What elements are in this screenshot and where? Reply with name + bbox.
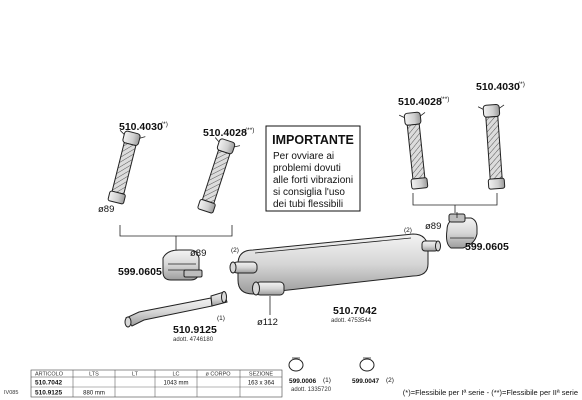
mark-flex-left-2: (**) bbox=[245, 127, 254, 134]
muffler bbox=[229, 233, 441, 296]
adott-small-clamp-1: adott. 1335720 bbox=[291, 387, 332, 393]
table-row-1-articolo: 510.7042 bbox=[35, 380, 62, 387]
table-header-corpo: ø CORPO bbox=[205, 372, 231, 378]
code-clamp-right: 599.0605 bbox=[465, 241, 509, 253]
code-flex-left-1: 510.4030 bbox=[119, 121, 163, 133]
mark-flex-right-1: (**) bbox=[440, 96, 449, 103]
table-row-1-sezione: 163 x 364 bbox=[248, 381, 275, 387]
code-flex-right-1: 510.4028 bbox=[398, 96, 442, 108]
callout-pipe: (1) bbox=[217, 315, 225, 322]
important-line-2: problemi dovuti bbox=[273, 163, 341, 174]
flex-pipe-right-1 bbox=[398, 111, 429, 190]
dim-flex-left: ø89 bbox=[98, 204, 114, 215]
code-small-clamp-1: 599.0006 bbox=[289, 378, 316, 385]
adott-muffler: adott. 4753544 bbox=[331, 318, 372, 324]
important-line-1: Per ovviare ai bbox=[273, 151, 334, 162]
clamp-left bbox=[162, 249, 203, 281]
adott-pipe: adott. 4746180 bbox=[173, 337, 214, 343]
code-pipe: 510.9125 bbox=[173, 324, 217, 336]
small-clamp-1 bbox=[288, 357, 304, 372]
dim-muffler-outlet: ø112 bbox=[257, 317, 278, 328]
mark-flex-right-2: (*) bbox=[518, 81, 525, 88]
important-line-3: alle forti vibrazioni bbox=[273, 175, 353, 186]
flex-pipe-right-2 bbox=[477, 104, 506, 190]
table-header-articolo: ARTICOLO bbox=[35, 372, 64, 378]
important-line-4: si consiglia l'uso bbox=[273, 187, 345, 198]
note-small-clamp-2: (2) bbox=[386, 377, 394, 384]
table-header-lt: LT bbox=[132, 372, 139, 378]
dim-clamp-left: ø89 bbox=[190, 248, 206, 259]
table-header-lc: LC bbox=[172, 372, 179, 378]
callout-muffler-outlet: (2) bbox=[404, 227, 412, 234]
flex-pipe-left-2 bbox=[197, 137, 241, 214]
note-small-clamp-1: (1) bbox=[323, 377, 331, 384]
connector-left-group bbox=[119, 225, 233, 252]
table-row-2-lts: 880 mm bbox=[83, 391, 105, 397]
dim-clamp-right: ø89 bbox=[425, 221, 441, 232]
code-muffler: 510.7042 bbox=[333, 305, 377, 317]
clamp-right bbox=[446, 212, 478, 249]
important-title: IMPORTANTE bbox=[272, 133, 354, 147]
table-row-2-articolo: 510.9125 bbox=[35, 390, 62, 397]
mark-flex-left-1: (*) bbox=[161, 121, 168, 128]
code-flex-left-2: 510.4028 bbox=[203, 127, 247, 139]
flex-pipe-left-1 bbox=[107, 130, 146, 205]
table-header-sezione: SEZIONE bbox=[249, 372, 273, 378]
small-clamp-2 bbox=[359, 357, 375, 372]
callout-muffler-inlet: (2) bbox=[231, 247, 239, 254]
legend: (*)=Flessibile per Iª serie - (**)=Fless… bbox=[403, 388, 578, 397]
spec-table: ARTICOLO LTS LT LC ø CORPO SEZIONE 510.7… bbox=[30, 369, 283, 398]
important-notice: IMPORTANTE Per ovviare ai problemi dovut… bbox=[265, 125, 361, 212]
table-side-label: IV085 bbox=[4, 390, 18, 396]
table-row-1-lc: 1043 mm bbox=[163, 381, 188, 387]
exhaust-pipe bbox=[124, 291, 228, 328]
code-small-clamp-2: 599.0047 bbox=[352, 378, 379, 385]
table-header-lts: LTS bbox=[89, 372, 99, 378]
code-flex-right-2: 510.4030 bbox=[476, 81, 520, 93]
connector-right-group bbox=[412, 193, 498, 213]
important-line-5: dei tubi flessibili bbox=[273, 199, 343, 210]
code-clamp-left: 599.0605 bbox=[118, 266, 162, 278]
